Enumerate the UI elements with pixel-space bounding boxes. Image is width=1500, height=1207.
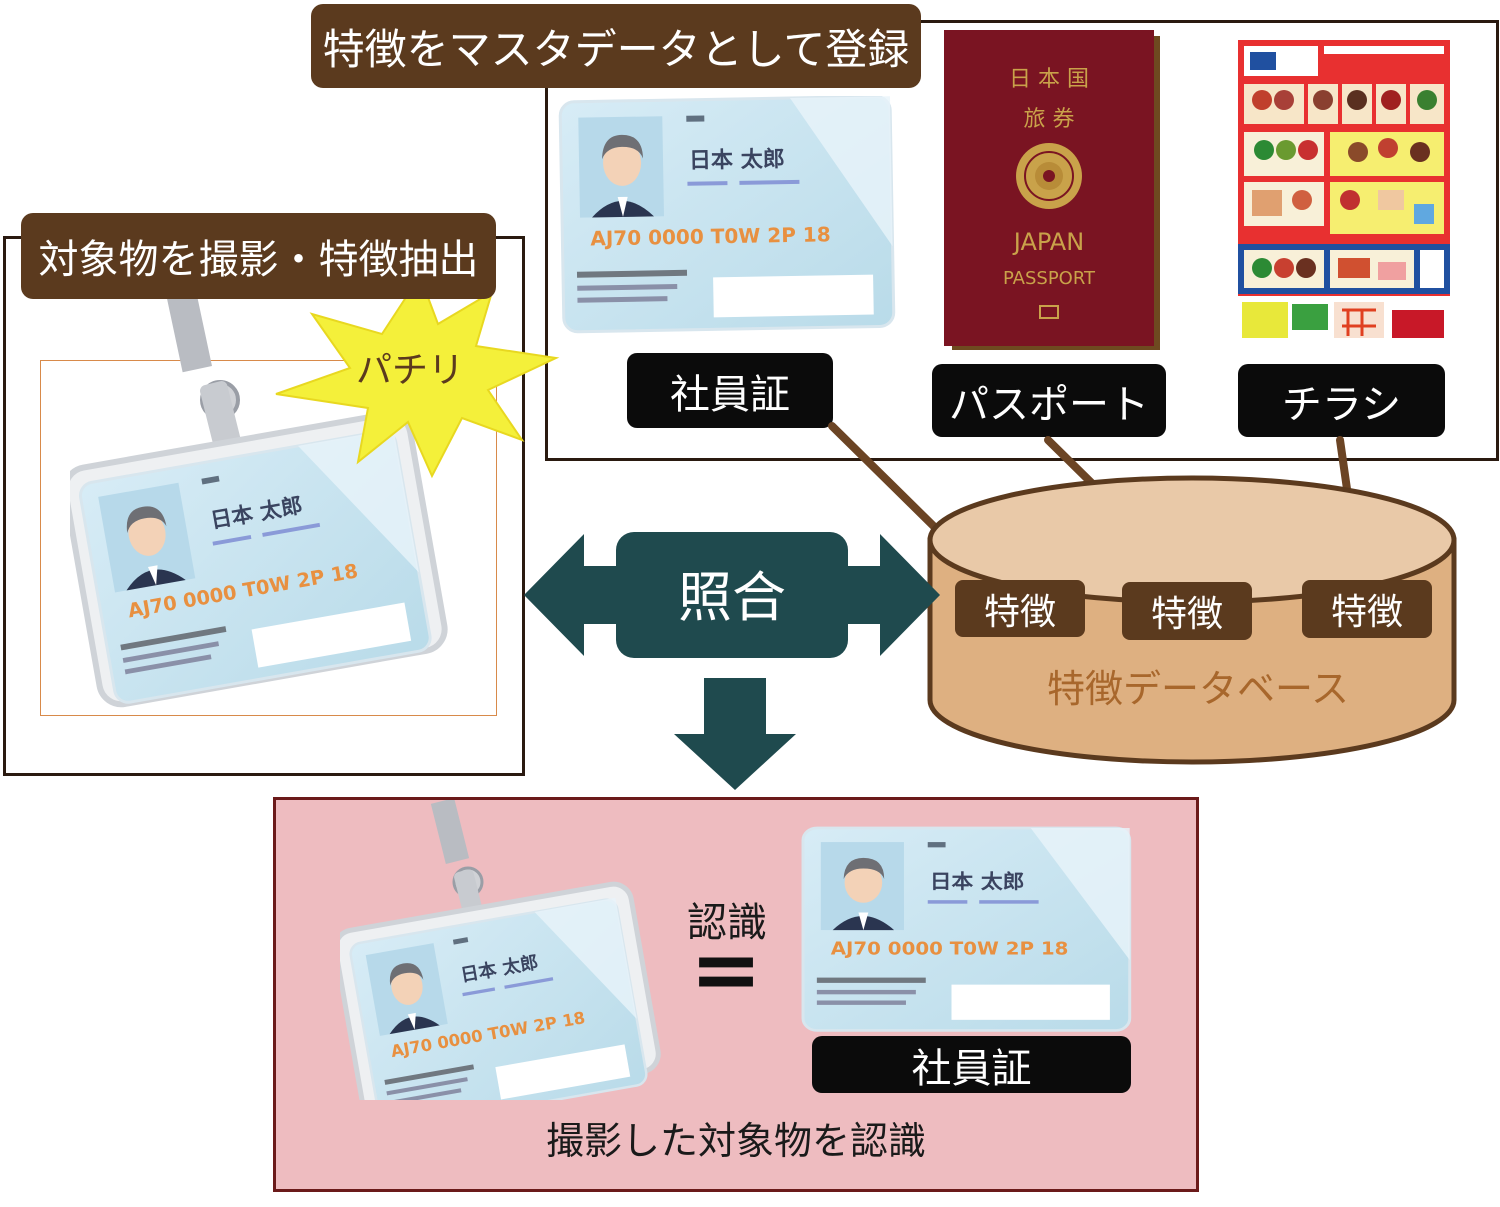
captured-lanyard-card: 日本 太郎 AJ70 0000 T0W 2P 18 — [70, 290, 448, 708]
down-arrow — [674, 678, 796, 790]
register-id-card: 日本 太郎 AJ70 0000 T0W 2P 18 — [558, 96, 896, 334]
register-item-id-card: 社員証 — [627, 353, 833, 428]
feature-3: 特徴 — [1302, 580, 1432, 638]
chrysanthemum-icon — [1016, 143, 1082, 209]
register-title: 特徴をマスタデータとして登録 — [311, 4, 921, 88]
result-matched-card: 日本 太郎 AJ70 0000 T0W 2P 18 — [801, 826, 1132, 1032]
matched-card-code: AJ70 0000 T0W 2P 18 — [831, 940, 1069, 960]
register-item-flyer: チラシ — [1238, 364, 1445, 437]
passport-line1: 日 本 国 — [1009, 67, 1089, 92]
card-name: 日本 太郎 — [689, 146, 785, 174]
capture-title: 対象物を撮影・特徴抽出 — [21, 213, 496, 299]
feature-1: 特徴 — [955, 580, 1085, 637]
flyer-image — [1238, 40, 1450, 344]
match-label: 照合 — [678, 566, 786, 629]
card-code: AJ70 0000 T0W 2P 18 — [590, 222, 831, 250]
passport-line2: 旅 券 — [1024, 107, 1075, 132]
recognize-label: 認識 — [687, 900, 767, 946]
result-caption: 撮影した対象物を認識 — [545, 1119, 926, 1163]
chip-icon — [1039, 305, 1059, 319]
shutter-text: パチリ — [356, 350, 464, 391]
database-label: 特徴データベース — [1047, 667, 1349, 711]
feature-2: 特徴 — [1122, 582, 1252, 640]
register-item-passport: パスポート — [932, 364, 1166, 437]
matched-card-name: 日本 太郎 — [930, 870, 1025, 893]
capture-frame — [40, 360, 497, 716]
result-lanyard-card: 日本 太郎 AJ70 0000 T0W 2P 18 — [340, 800, 661, 1100]
result-match-label: 社員証 — [812, 1036, 1131, 1093]
equals-sign: = — [690, 920, 763, 1020]
passport-country: JAPAN — [1012, 228, 1084, 256]
shutter-burst: パチリ — [275, 273, 560, 479]
passport-image: 日 本 国 旅 券 JAPAN PASSPORT — [944, 30, 1160, 350]
match-double-arrow: 照合 — [524, 532, 940, 658]
passport-type: PASSPORT — [1003, 268, 1096, 289]
